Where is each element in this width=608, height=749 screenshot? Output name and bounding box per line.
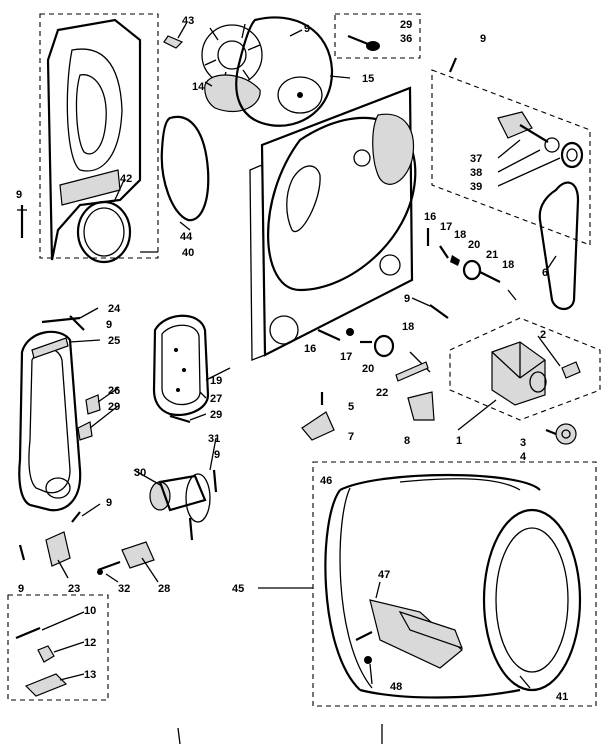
switch-28-32 [97, 541, 155, 575]
hardware-kit-parts [15, 626, 68, 697]
callout-39: 39 [470, 181, 482, 193]
callout-44: 44 [180, 231, 193, 243]
drum-45 [324, 473, 582, 699]
callout-16: 16 [304, 343, 316, 355]
pulley-2 [561, 361, 581, 379]
callout-5: 5 [348, 401, 354, 413]
callout-38: 38 [470, 167, 482, 179]
callout-36: 36 [400, 33, 412, 45]
callout-27: 27 [210, 393, 222, 405]
callout-43: 43 [182, 15, 194, 27]
callout-29: 29 [400, 19, 412, 31]
callout-9: 9 [304, 23, 310, 35]
group-box-idler [431, 69, 591, 246]
callout-6: 6 [542, 267, 548, 279]
pulley-3-4 [545, 423, 577, 445]
seal-ring-42 [76, 200, 132, 264]
cabinet-rear-panel [249, 86, 417, 361]
callout-13: 13 [84, 669, 96, 681]
callout-12: 12 [84, 637, 96, 649]
seal-44 [160, 115, 210, 222]
group-box-front-panel [39, 13, 159, 259]
callout-9: 9 [214, 449, 220, 461]
callout-23: 23 [68, 583, 80, 595]
group-box-motor [449, 317, 601, 421]
callout-17: 17 [440, 221, 452, 233]
callout-37: 37 [470, 153, 482, 165]
group-box-hardware-kit [7, 594, 109, 701]
fastener-43 [163, 35, 184, 49]
callout-29: 29 [210, 409, 222, 421]
roller-assembly-upper [426, 228, 517, 301]
screws-24-9 [41, 315, 85, 331]
callout-9: 9 [404, 293, 410, 305]
callout-29: 29 [108, 401, 120, 413]
callout-15: 15 [362, 73, 374, 85]
callout-26: 26 [108, 385, 120, 397]
heater-30 [149, 469, 218, 541]
blower-housing-15 [235, 16, 334, 127]
callout-20: 20 [468, 239, 480, 251]
callout-30: 30 [134, 467, 146, 479]
callout-14: 14 [192, 81, 205, 93]
motor-1 [491, 341, 547, 406]
screw-9-left [17, 205, 27, 238]
callout-21: 21 [486, 249, 498, 261]
callout-labels: 43 9 29 36 9 14 15 37 38 39 42 44 9 40 1… [16, 15, 568, 703]
callout-42: 42 [120, 173, 132, 185]
roller-assembly-lower [317, 304, 449, 382]
callout-9: 9 [106, 497, 112, 509]
idler-pulley-37-39 [497, 111, 584, 169]
callout-7: 7 [348, 431, 354, 443]
callout-47: 47 [378, 569, 390, 581]
callout-18: 18 [454, 229, 466, 241]
callout-17: 17 [340, 351, 352, 363]
toe-panel-25 [18, 330, 82, 512]
callout-9: 9 [16, 189, 22, 201]
callout-18: 18 [402, 321, 414, 333]
callout-25: 25 [108, 335, 120, 347]
callout-31: 31 [208, 433, 220, 445]
service-panel-19 [152, 314, 210, 424]
callout-19: 19 [210, 375, 222, 387]
fastener-29-36 [347, 34, 380, 51]
bracket-23 [18, 511, 81, 567]
callout-2: 2 [540, 329, 546, 341]
callout-9: 9 [18, 583, 24, 595]
screw-9-top-right [448, 57, 458, 73]
callout-48: 48 [390, 681, 402, 693]
callout-18: 18 [502, 259, 514, 271]
leader-lines [41, 23, 561, 745]
callout-16: 16 [424, 211, 436, 223]
callout-9: 9 [480, 33, 486, 45]
callout-45: 45 [232, 583, 244, 595]
group-box-fastener-top [334, 13, 421, 59]
callout-46: 46 [320, 475, 332, 487]
callout-4: 4 [520, 451, 527, 463]
bracket-8 [407, 391, 435, 421]
blower-wheel-14 [201, 23, 263, 113]
bracket-5-7 [301, 392, 335, 441]
callout-22: 22 [376, 387, 388, 399]
callout-8: 8 [404, 435, 410, 447]
drive-belt-6 [538, 181, 580, 311]
callout-3: 3 [520, 437, 526, 449]
callout-28: 28 [158, 583, 170, 595]
callout-40: 40 [182, 247, 194, 259]
clip-26-29 [77, 394, 101, 441]
callout-41: 41 [556, 691, 568, 703]
callout-24: 24 [108, 303, 121, 315]
callout-9: 9 [106, 319, 112, 331]
group-box-drum [312, 461, 597, 707]
callout-20: 20 [362, 363, 374, 375]
callout-1: 1 [456, 435, 462, 447]
callout-10: 10 [84, 605, 96, 617]
front-panel-part [46, 18, 142, 261]
callout-32: 32 [118, 583, 130, 595]
